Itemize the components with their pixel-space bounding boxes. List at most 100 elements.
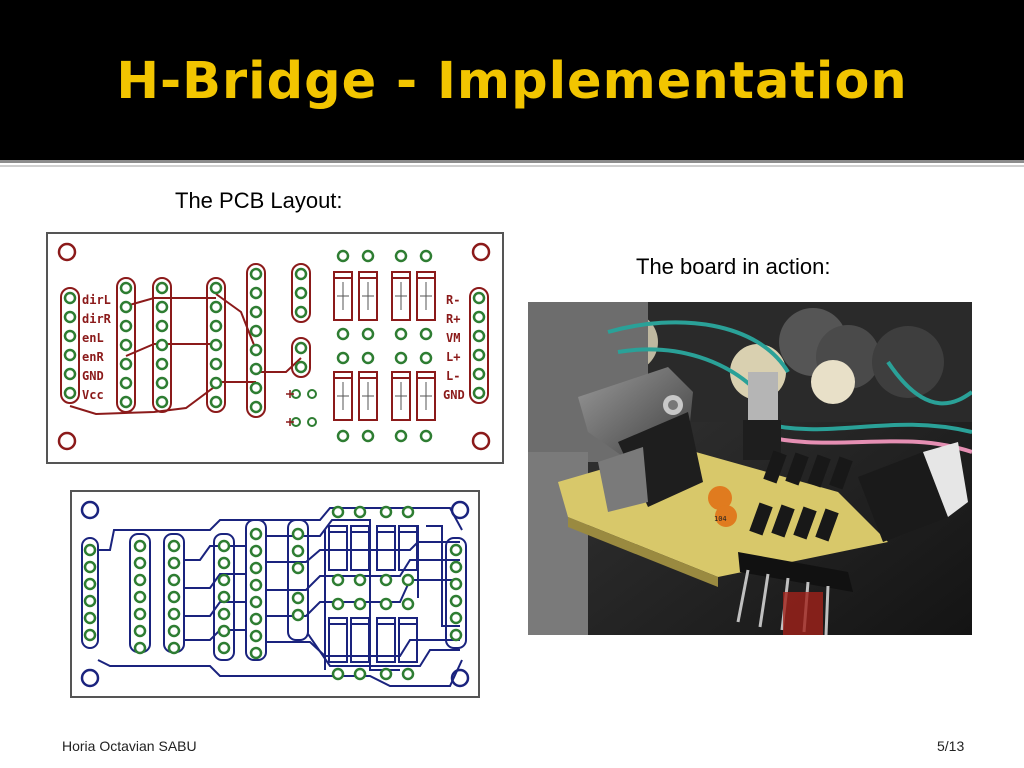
pad — [419, 327, 433, 341]
diode-footprint — [333, 371, 353, 421]
mounting-hole — [80, 500, 100, 520]
pad — [63, 348, 77, 362]
pad — [249, 527, 263, 541]
pad — [331, 573, 345, 587]
pad — [155, 300, 169, 314]
pad — [361, 351, 375, 365]
pad — [63, 329, 77, 343]
header-divider-light — [0, 165, 1024, 167]
pad — [167, 556, 181, 570]
diode-array — [328, 505, 418, 681]
pad — [249, 544, 263, 558]
pad — [336, 429, 350, 443]
pad — [249, 286, 263, 300]
pad — [472, 386, 486, 400]
pcb-silkscreen-image: dirL dirR enL enR GND Vcc R- R+ VM L+ L-… — [46, 232, 504, 464]
pad — [133, 590, 147, 604]
board-photo: 104 — [528, 302, 972, 635]
pad — [133, 641, 147, 655]
pin-headers — [60, 263, 489, 418]
mounting-hole — [450, 668, 470, 688]
capacitors: 104 — [708, 486, 737, 527]
pad — [167, 607, 181, 621]
slide-title: H-Bridge - Implementation — [116, 52, 908, 111]
pad — [167, 573, 181, 587]
pcb-caption: The PCB Layout: — [175, 188, 343, 213]
pad — [155, 338, 169, 352]
pad — [449, 560, 463, 574]
label-enR: enR — [82, 350, 104, 364]
pad — [63, 367, 77, 381]
pad — [353, 667, 367, 681]
pad — [379, 573, 393, 587]
diode-footprint — [358, 271, 378, 321]
pad — [155, 281, 169, 295]
pad — [155, 376, 169, 390]
pad — [449, 594, 463, 608]
pad — [133, 573, 147, 587]
pad — [249, 324, 263, 338]
pad — [83, 543, 97, 557]
pad — [249, 305, 263, 319]
pcb-copper-image — [70, 490, 480, 698]
diode-pads — [336, 249, 433, 443]
diode-footprint — [376, 617, 396, 663]
label-r-plus: R+ — [446, 312, 460, 326]
page-number: 5/13 — [937, 738, 965, 754]
pad — [394, 249, 408, 263]
pcb-board-outline — [46, 232, 504, 464]
pad — [449, 577, 463, 591]
pad — [449, 611, 463, 625]
pad — [336, 327, 350, 341]
pad — [249, 362, 263, 376]
pad — [472, 329, 486, 343]
pad — [353, 573, 367, 587]
pad — [167, 539, 181, 553]
header-outline — [206, 277, 226, 413]
mounting-hole — [471, 242, 491, 262]
pad — [394, 351, 408, 365]
pad — [249, 578, 263, 592]
label-dirR: dirR — [82, 312, 112, 326]
pad — [249, 612, 263, 626]
mounting-hole — [57, 431, 77, 451]
pad — [133, 539, 147, 553]
pad — [63, 386, 77, 400]
author-footer: Horia Octavian SABU — [62, 738, 197, 754]
pad — [291, 527, 305, 541]
output-connector — [858, 442, 968, 542]
diode-footprint — [398, 617, 418, 663]
pad — [217, 539, 231, 553]
pad — [119, 300, 133, 314]
diode-footprint — [391, 371, 411, 421]
header-outline — [152, 277, 172, 413]
pad — [83, 628, 97, 642]
pad — [449, 628, 463, 642]
diode-footprint — [358, 371, 378, 421]
pad — [294, 305, 308, 319]
pad — [401, 505, 415, 519]
pad — [249, 629, 263, 643]
pad — [394, 429, 408, 443]
pad — [83, 594, 97, 608]
pad — [353, 505, 367, 519]
pad — [63, 310, 77, 324]
pad — [83, 560, 97, 574]
driver-ic-heatsink — [578, 367, 703, 512]
diode-footprint — [391, 271, 411, 321]
label-r-minus: R- — [446, 293, 460, 307]
pad — [331, 597, 345, 611]
diode-footprint — [350, 525, 370, 571]
label-vm: VM — [446, 331, 460, 345]
pad — [249, 267, 263, 281]
pad — [167, 590, 181, 604]
header-outline — [60, 287, 80, 404]
header-divider — [0, 160, 1024, 163]
pad — [217, 556, 231, 570]
pad — [331, 505, 345, 519]
pad — [119, 357, 133, 371]
capacitor-marking: 104 — [714, 515, 727, 523]
pad — [449, 543, 463, 557]
photo-caption: The board in action: — [636, 254, 831, 279]
pad — [249, 561, 263, 575]
